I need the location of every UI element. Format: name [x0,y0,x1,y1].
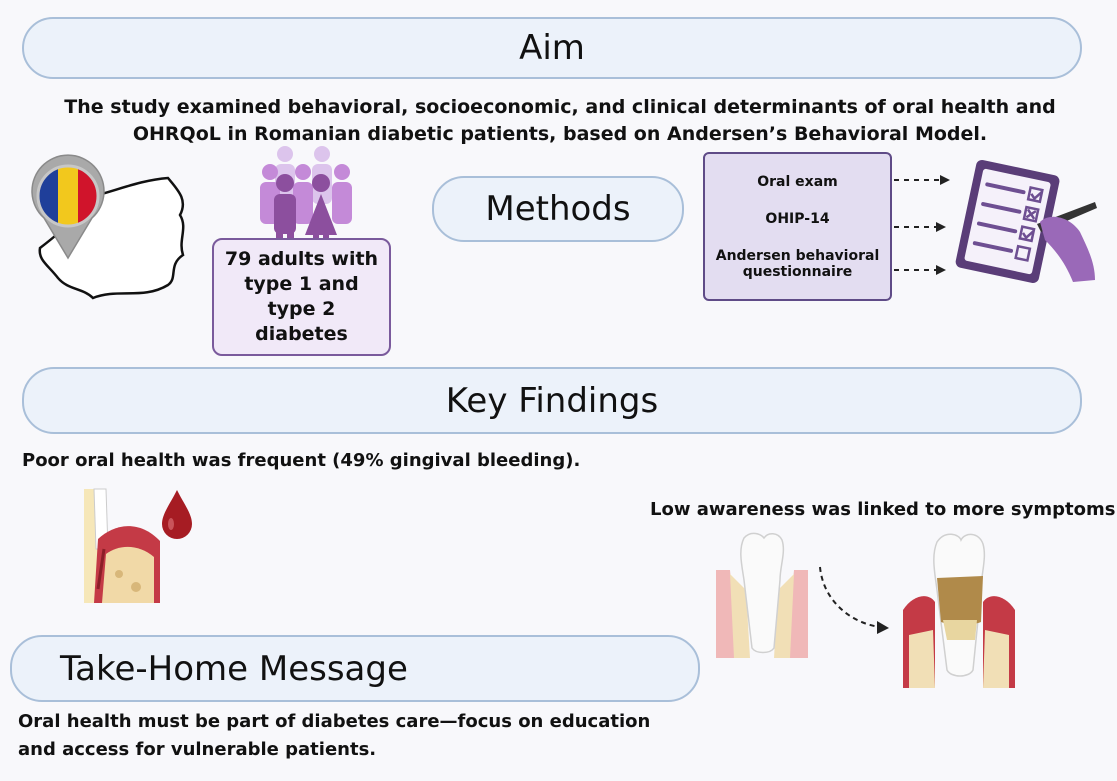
findings-heading-text: Key Findings [445,380,659,421]
blood-drop-icon [162,490,192,539]
methods-heading: Methods [432,176,684,242]
methods-list: Oral exam OHIP-14 Andersen behavioral qu… [703,152,892,301]
finding-1: Poor oral health was frequent (49% gingi… [22,450,581,471]
gingival-bleeding-icon [84,488,160,603]
aim-heading: Aim [22,17,1082,79]
method-item-questionnaire: Andersen behavioral questionnaire [715,248,880,280]
dashed-arrows [894,175,950,275]
participants-box: 79 adults with type 1 and type 2 diabete… [212,238,391,356]
takehome-heading: Take-Home Message [10,635,700,702]
location-pin-flag-icon [31,154,105,260]
methods-heading-text: Methods [485,189,631,229]
takehome-heading-text: Take-Home Message [60,648,408,689]
aim-heading-text: Aim [519,28,585,68]
finding-2: Low awareness was linked to more symptom… [650,499,1117,520]
periodontitis-tooth-icon [903,533,1015,688]
healthy-tooth-icon [716,532,808,658]
method-item-oral-exam: Oral exam [757,174,838,190]
takehome-text: Oral health must be part of diabetes car… [18,711,651,760]
method-item-ohip: OHIP-14 [765,211,830,227]
findings-heading: Key Findings [22,367,1082,434]
aim-text: The study examined behavioral, socioecon… [64,96,1056,145]
progression-arrow [819,566,889,634]
participants-text: 79 adults with type 1 and type 2 diabete… [224,248,379,345]
checklist-clipboard-icon [955,159,1097,283]
